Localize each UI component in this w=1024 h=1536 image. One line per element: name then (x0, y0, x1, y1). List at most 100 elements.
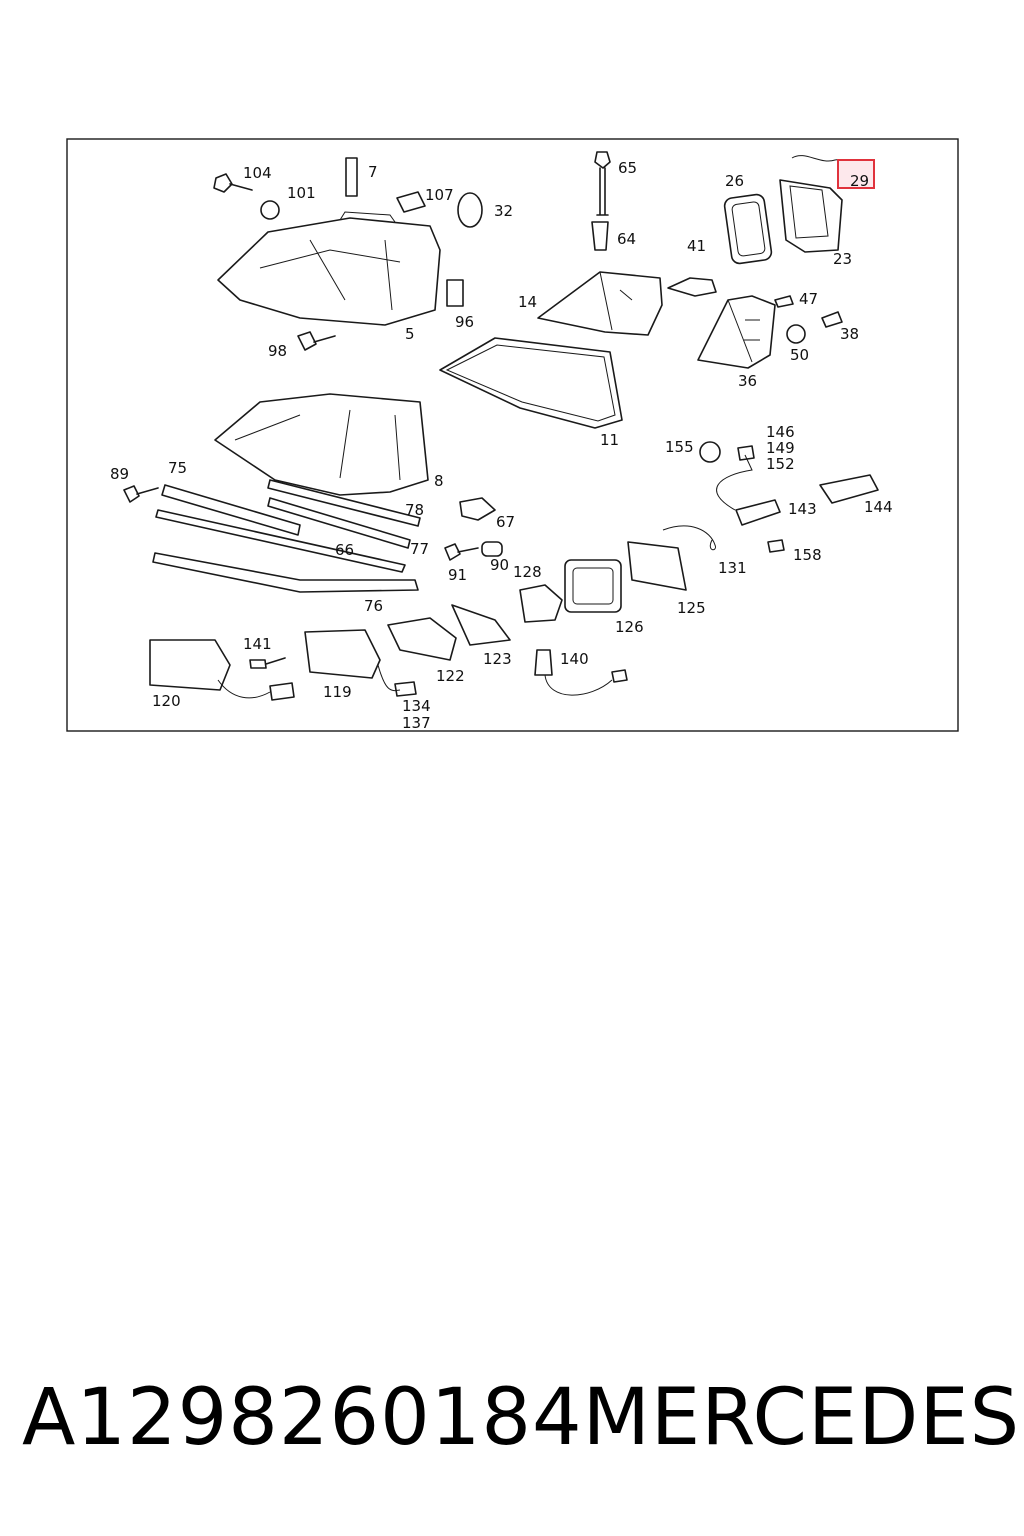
callout-41: 41 (687, 237, 706, 255)
highlight-box (837, 159, 875, 189)
bracket-96 (446, 279, 464, 307)
callout-8: 8 (434, 472, 444, 490)
parts-diagram: 104 101 7 107 32 65 26 29 23 64 41 14 47… (66, 138, 959, 732)
headlamp-inner-line (259, 239, 401, 311)
callout-36: 36 (738, 372, 757, 390)
callout-47: 47 (799, 290, 818, 308)
seal-26-inner (731, 201, 766, 257)
callout-155: 155 (665, 438, 694, 456)
callout-38: 38 (840, 325, 859, 343)
callout-14: 14 (518, 293, 537, 311)
frame-123 (451, 604, 511, 646)
headlamp-top-trim (339, 211, 396, 223)
callout-143: 143 (788, 500, 817, 518)
callout-122: 122 (436, 667, 465, 685)
clip-64 (591, 221, 609, 251)
foglamp-119 (304, 629, 381, 679)
strip-77 (267, 497, 411, 549)
lens-detail (234, 409, 401, 481)
callout-76: 76 (364, 597, 383, 615)
callout-137: 137 (402, 714, 431, 732)
screw-65 (594, 151, 611, 216)
callout-125: 125 (677, 599, 706, 617)
callout-120: 120 (152, 692, 181, 710)
headlamp-lens (214, 393, 429, 496)
callout-26: 26 (725, 172, 744, 190)
frame-126 (564, 559, 622, 613)
housing-23-inner (789, 185, 829, 239)
callout-7: 7 (368, 163, 378, 181)
callout-134: 134 (402, 697, 431, 715)
connector-140 (611, 669, 628, 683)
callout-65: 65 (618, 159, 637, 177)
part-number: A1298260184 (22, 1373, 583, 1463)
bulb-140 (534, 649, 553, 676)
callout-119: 119 (323, 683, 352, 701)
indicator-detail (727, 299, 760, 363)
callout-158: 158 (793, 546, 822, 564)
callout-75: 75 (168, 459, 187, 477)
screw-91 (444, 543, 479, 561)
bulb-141 (249, 657, 286, 669)
callout-141: 141 (243, 635, 272, 653)
callout-123: 123 (483, 650, 512, 668)
side-lamp-144 (819, 474, 879, 504)
callout-labels: 104 101 7 107 32 65 26 29 23 64 41 14 47… (110, 159, 893, 732)
bulb-41 (667, 277, 717, 297)
callout-5: 5 (405, 325, 415, 343)
screw-104 (213, 173, 253, 193)
wire-120 (217, 679, 271, 699)
callout-152: 152 (766, 455, 795, 473)
callout-98: 98 (268, 342, 287, 360)
bulb-50 (786, 324, 806, 344)
side-lamp-143 (735, 499, 781, 526)
callout-66: 66 (335, 541, 354, 559)
callout-91: 91 (448, 566, 467, 584)
grommet-155 (699, 441, 721, 463)
callout-140: 140 (560, 650, 589, 668)
housing-23 (779, 179, 843, 253)
callout-146: 146 (766, 423, 795, 441)
connector-141 (269, 682, 295, 701)
gasket (439, 337, 623, 429)
foglamp-120 (149, 639, 231, 691)
callout-101: 101 (287, 184, 316, 202)
callout-107: 107 (425, 186, 454, 204)
wire-131 (662, 525, 716, 551)
callout-131: 131 (718, 559, 747, 577)
callout-128: 128 (513, 563, 542, 581)
callout-104: 104 (243, 164, 272, 182)
seal-26 (723, 193, 773, 265)
screw-98 (297, 331, 336, 351)
foglamp-122 (387, 617, 457, 661)
frame-126-inner (572, 567, 614, 605)
diagram-frame (66, 138, 959, 732)
callout-32: 32 (494, 202, 513, 220)
callout-64: 64 (617, 230, 636, 248)
brand-name: MERCEDES (582, 1373, 1021, 1463)
callout-29: 29 (850, 172, 869, 190)
pin-7 (345, 157, 358, 197)
socket-146 (737, 445, 755, 461)
callout-90: 90 (490, 556, 509, 574)
callout-89: 89 (110, 465, 129, 483)
bracket-67 (459, 497, 496, 521)
bulb-158 (767, 539, 785, 553)
strip-76 (152, 552, 419, 593)
callout-50: 50 (790, 346, 809, 364)
bulb-38 (821, 311, 843, 328)
cap-32 (457, 192, 483, 228)
callout-78: 78 (405, 501, 424, 519)
bulb-47 (774, 295, 794, 308)
clip-107 (396, 191, 426, 213)
cap-90 (481, 541, 503, 557)
housing-125 (627, 541, 687, 591)
wire-140 (544, 674, 613, 696)
strip-78 (267, 479, 421, 527)
callout-96: 96 (455, 313, 474, 331)
callout-77: 77 (410, 540, 429, 558)
headlamp-housing (217, 217, 441, 326)
wire-119 (377, 664, 401, 692)
screw-89 (123, 485, 159, 503)
strip-75 (161, 484, 301, 536)
